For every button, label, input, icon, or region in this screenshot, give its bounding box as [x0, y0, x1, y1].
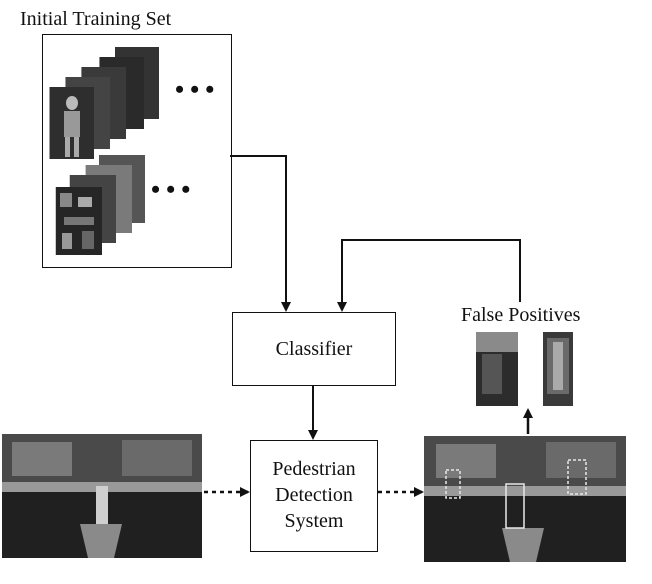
classifier-label: Classifier [275, 338, 353, 360]
false-positives-title: False Positives [461, 304, 581, 326]
input-scene-image [2, 434, 202, 558]
output-scene-image [424, 436, 626, 562]
pedestrian-sample-image [49, 87, 94, 159]
arrow-feedback-loop [337, 239, 521, 312]
more-samples-ellipsis: ••• [175, 75, 221, 104]
detection-system-label-line3: System [284, 510, 344, 532]
false-positive-image [543, 332, 573, 406]
false-positive-image [476, 332, 518, 406]
detection-system-label-line1: Pedestrian [272, 458, 356, 480]
detection-system-label-line2: Detection [275, 484, 353, 506]
arrow-training-to-classifier [230, 155, 291, 312]
classifier-box: Classifier [232, 312, 396, 386]
training-set-panel: ••• ••• [42, 34, 232, 268]
non-pedestrian-sample-image [55, 187, 102, 255]
training-set-title: Initial Training Set [20, 8, 172, 30]
more-samples-ellipsis: ••• [151, 175, 197, 204]
detection-system-box: Pedestrian Detection System [250, 440, 378, 552]
